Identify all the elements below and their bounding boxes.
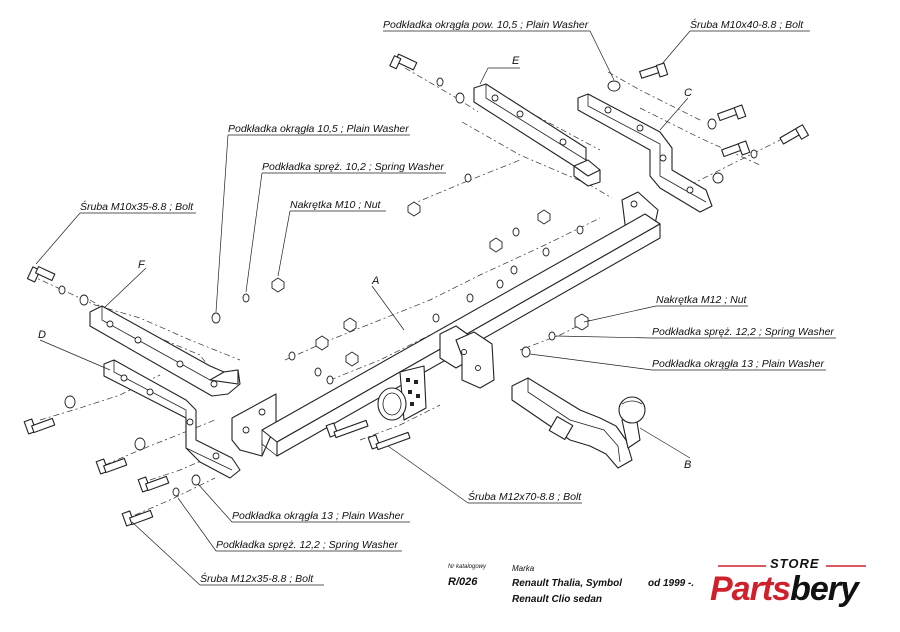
catalog-info: Nr katalogowy R/026 Marka Renault Thalia… — [446, 560, 706, 620]
part-letter-b: B — [684, 459, 691, 471]
bolts — [23, 53, 810, 527]
partsbery-logo: STORE Partsbery — [708, 556, 888, 618]
bolt-icon — [325, 419, 369, 439]
catalog-number-label: Nr katalogowy — [448, 564, 487, 570]
label-washer-105-pow: Podkładka okrągła pow. 10,5 ; Plain Wash… — [383, 19, 589, 31]
model-years: od 1999 -. — [648, 578, 695, 589]
bolt-icon — [121, 509, 154, 527]
spring-washer-icon — [242, 293, 250, 303]
spring-washer-icon — [326, 375, 334, 385]
washer-icon — [64, 395, 76, 409]
bolt-icon — [717, 104, 747, 122]
bolt-icon — [721, 140, 751, 158]
crossbar-a — [231, 191, 661, 457]
logo-underline — [718, 565, 866, 567]
towball-b — [511, 377, 646, 469]
bracket-c — [577, 93, 713, 213]
bracket-e — [473, 83, 601, 187]
label-spring-washer-122-left: Podkładka spręż. 12,2 ; Spring Washer — [216, 539, 398, 551]
bolt-icon — [367, 431, 411, 451]
washers-and-nuts — [58, 77, 758, 497]
washer-icon — [521, 346, 531, 358]
bracket-d — [103, 359, 241, 479]
bolt-icon — [23, 417, 56, 435]
bolt-icon — [137, 475, 170, 493]
nut-icon — [345, 351, 359, 367]
label-washer-13-left: Podkładka okrągła 13 ; Plain Washer — [232, 510, 404, 522]
nut-icon — [343, 317, 357, 333]
washer-icon — [211, 312, 221, 324]
spring-washer-icon — [542, 247, 550, 257]
label-washer-105: Podkładka okrągła 10,5 ; Plain Washer — [228, 123, 409, 135]
spring-washer-icon — [466, 293, 474, 303]
spring-washer-icon — [496, 279, 504, 289]
label-bolt-m10x40: Śruba M10x40-8.8 ; Bolt — [690, 18, 804, 31]
spring-washer-icon — [172, 487, 180, 497]
nut-icon — [537, 209, 551, 225]
spring-washer-icon — [464, 173, 472, 183]
washer-icon — [707, 118, 717, 130]
spring-washer-icon — [512, 227, 520, 237]
logo-wordmark: Partsbery — [710, 570, 859, 609]
spring-washer-icon — [510, 265, 518, 275]
marka-label: Marka — [512, 564, 535, 573]
logo-word-part1: Parts — [710, 570, 791, 608]
leader-lines — [35, 30, 836, 586]
spring-washer-icon — [548, 331, 556, 341]
bolt-icon — [779, 124, 810, 145]
part-letter-f: F — [138, 259, 146, 271]
washer-icon — [455, 92, 465, 104]
logo-word-part2: bery — [790, 570, 859, 608]
bracket-f — [89, 305, 241, 397]
washer-icon — [134, 437, 146, 451]
nut-icon — [271, 277, 285, 293]
washer-icon — [712, 172, 724, 184]
part-letter-a: A — [371, 275, 379, 287]
washer-icon — [607, 80, 621, 92]
spring-washer-icon — [58, 285, 66, 295]
model-line-2: Renault Clio sedan — [512, 594, 603, 605]
label-spring-washer-102: Podkładka spręż. 10,2 ; Spring Washer — [262, 161, 444, 173]
label-bolt-m10x35: Śruba M10x35-8.8 ; Bolt — [80, 200, 194, 213]
label-nut-m12: Nakrętka M12 ; Nut — [656, 294, 748, 306]
label-bolt-m12x35: Śruba M12x35-8.8 ; Bolt — [200, 572, 314, 585]
label-nut-m10: Nakrętka M10 ; Nut — [290, 199, 382, 211]
spring-washer-icon — [750, 149, 758, 159]
washer-icon — [191, 474, 201, 486]
nut-icon — [489, 237, 503, 253]
spring-washer-icon — [432, 313, 440, 323]
nut-icon — [407, 201, 421, 217]
washer-icon — [79, 294, 89, 306]
spring-washer-icon — [436, 77, 444, 87]
catalog-number: R/026 — [448, 576, 478, 588]
part-letter-d: D — [38, 329, 46, 341]
nut-icon — [574, 313, 589, 331]
spring-washer-icon — [576, 225, 584, 235]
bolt-icon — [26, 266, 56, 283]
part-letter-c: C — [684, 87, 692, 99]
spring-washer-icon — [288, 351, 296, 361]
part-letter-e: E — [512, 55, 520, 67]
bolt-icon — [639, 62, 669, 79]
label-bolt-m12x70: Śruba M12x70-8.8 ; Bolt — [468, 490, 582, 503]
label-washer-13-right: Podkładka okrągła 13 ; Plain Washer — [652, 358, 824, 370]
spring-washer-icon — [314, 367, 322, 377]
model-line-1: Renault Thalia, Symbol — [512, 578, 623, 589]
logo-store-text: STORE — [770, 556, 820, 571]
label-spring-washer-122-right: Podkładka spręż. 12,2 ; Spring Washer — [652, 326, 834, 338]
nut-icon — [315, 335, 329, 351]
bolt-icon — [95, 457, 128, 475]
bolt-icon — [389, 53, 418, 71]
